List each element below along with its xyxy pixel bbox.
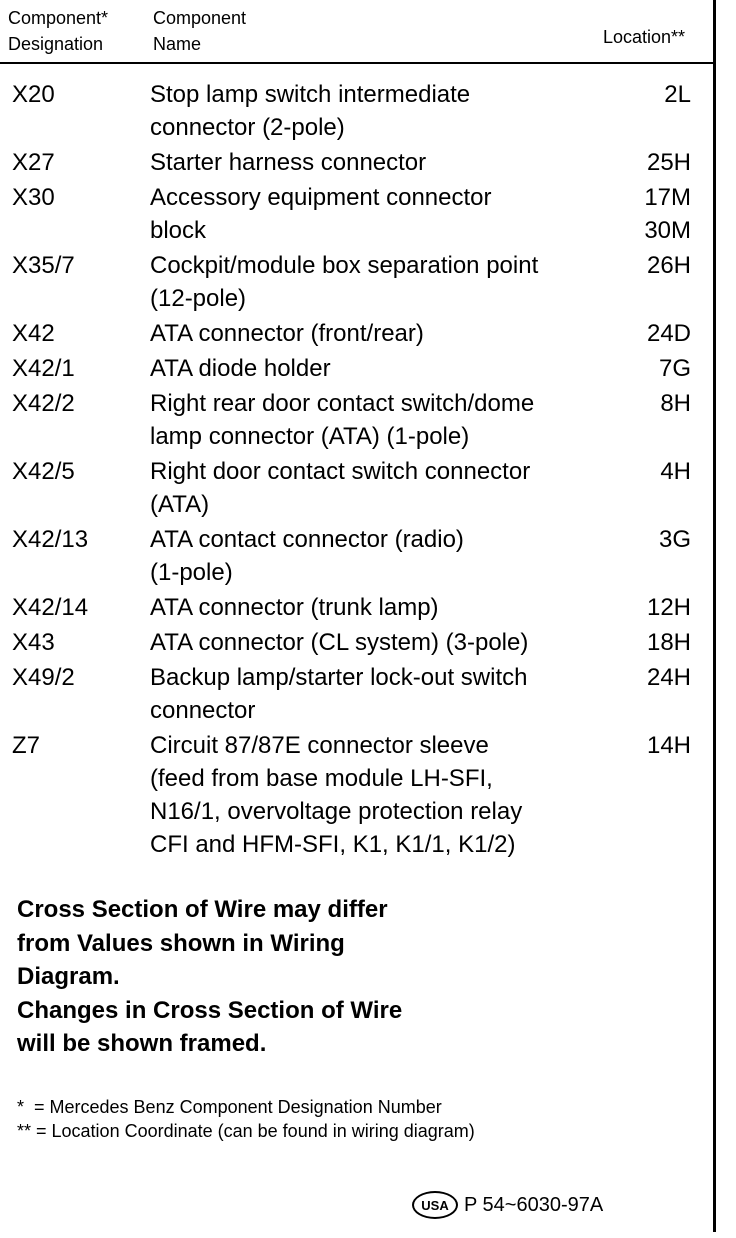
row-name: Stop lamp switch intermediate connector … <box>150 81 471 141</box>
row-name: ATA diode holder <box>150 355 331 382</box>
row-name: ATA contact connector (radio) (1-pole) <box>150 526 464 586</box>
document-code: P 54~6030-97A <box>464 1193 604 1216</box>
row-designation: X49/2 <box>12 664 75 691</box>
row-name: Right rear door contact switch/dome lamp… <box>150 390 535 450</box>
row-location: 25H <box>646 149 691 176</box>
table-row: X30 Accessory equipment connector block … <box>0 181 713 247</box>
table-row: X42/1 ATA diode holder 7G <box>0 352 713 385</box>
wire-cross-section-note: Cross Section of Wire may differ from Va… <box>17 896 403 1057</box>
row-designation: X42/1 <box>12 355 75 382</box>
row-name: Accessory equipment connector block <box>150 184 492 244</box>
row-name: ATA connector (trunk lamp) <box>150 594 439 621</box>
row-name: Backup lamp/starter lock-out switch conn… <box>150 664 528 724</box>
header-rule <box>0 62 713 64</box>
row-designation: X35/7 <box>12 252 75 279</box>
row-designation: X30 <box>12 184 55 211</box>
usa-logo-icon: USA <box>412 1191 458 1219</box>
header-name: Component Name <box>153 8 247 54</box>
table-row: X20 Stop lamp switch intermediate connec… <box>0 78 713 144</box>
row-name: Cockpit/module box separation point (12-… <box>150 252 539 312</box>
row-location: 18H <box>646 629 691 656</box>
footnotes: * = Mercedes Benz Component Designation … <box>17 1095 475 1143</box>
component-table: X20 Stop lamp switch intermediate connec… <box>0 78 713 863</box>
row-name: ATA connector (CL system) (3-pole) <box>150 629 529 656</box>
row-location: 14H <box>646 732 691 759</box>
header-location: Location** <box>603 27 686 47</box>
row-designation: X42/14 <box>12 594 89 621</box>
row-designation: X42/13 <box>12 526 89 553</box>
row-designation: X27 <box>12 149 55 176</box>
row-location: 3G <box>658 526 691 553</box>
row-location: 24D <box>646 320 691 347</box>
row-location: 26H <box>646 252 691 279</box>
table-row: X49/2 Backup lamp/starter lock-out switc… <box>0 661 713 727</box>
table-row: X42/14 ATA connector (trunk lamp) 12H <box>0 591 713 624</box>
row-name: ATA connector (front/rear) <box>150 320 424 347</box>
table-row: X27 Starter harness connector 25H <box>0 146 713 179</box>
row-location: 12H <box>646 594 691 621</box>
row-designation: X20 <box>12 81 55 108</box>
table-row: X42/5 Right door contact switch connecto… <box>0 455 713 521</box>
row-location: 24H <box>646 664 691 691</box>
right-border-line <box>713 0 716 1232</box>
table-row: Z7 Circuit 87/87E connector sleeve (feed… <box>0 729 713 861</box>
table-row: X43 ATA connector (CL system) (3-pole) 1… <box>0 626 713 659</box>
header-designation: Component* Designation <box>8 8 109 54</box>
table-header: Component* Designation Component Name Lo… <box>0 0 713 64</box>
row-location: 8H <box>660 390 691 417</box>
footnote-location: ** = Location Coordinate (can be found i… <box>17 1121 475 1141</box>
table-row: X35/7 Cockpit/module box separation poin… <box>0 249 713 315</box>
row-designation: X43 <box>12 629 55 656</box>
row-name: Starter harness connector <box>150 149 427 176</box>
table-row: X42/2 Right rear door contact switch/dom… <box>0 387 713 453</box>
row-designation: X42 <box>12 320 55 347</box>
table-row: X42/13 ATA contact connector (radio) (1-… <box>0 523 713 589</box>
table-row: X42 ATA connector (front/rear) 24D <box>0 317 713 350</box>
row-designation: Z7 <box>12 732 41 759</box>
document-stamp: USA P 54~6030-97A <box>412 1186 603 1224</box>
row-location: 4H <box>660 458 691 485</box>
row-designation: X42/5 <box>12 458 75 485</box>
row-location: 7G <box>658 355 691 382</box>
row-location: 17M 30M <box>644 184 691 244</box>
row-designation: X42/2 <box>12 390 75 417</box>
row-location: 2L <box>664 81 691 108</box>
row-name: Right door contact switch connector (ATA… <box>150 458 531 518</box>
row-name: Circuit 87/87E connector sleeve (feed fr… <box>150 732 523 858</box>
footnote-designation: * = Mercedes Benz Component Designation … <box>17 1097 442 1117</box>
